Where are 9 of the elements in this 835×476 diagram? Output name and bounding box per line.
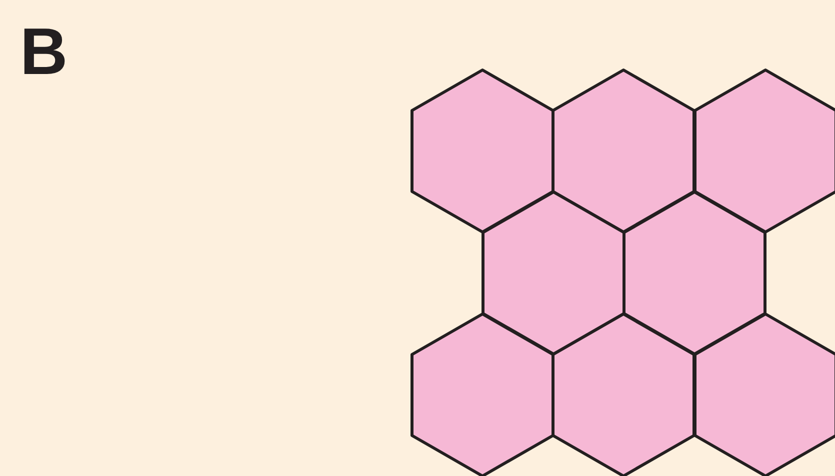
hexagon-cell xyxy=(412,70,552,232)
hexagon-cell xyxy=(482,192,624,354)
panel-label: B xyxy=(20,18,68,84)
hexagon-cell xyxy=(552,70,694,232)
hexagon-cell xyxy=(624,192,764,354)
hexagon-cell xyxy=(694,70,835,232)
hexagon-cell xyxy=(412,314,552,476)
hexagon-cell xyxy=(694,314,835,476)
hexagon-cell xyxy=(552,314,694,476)
